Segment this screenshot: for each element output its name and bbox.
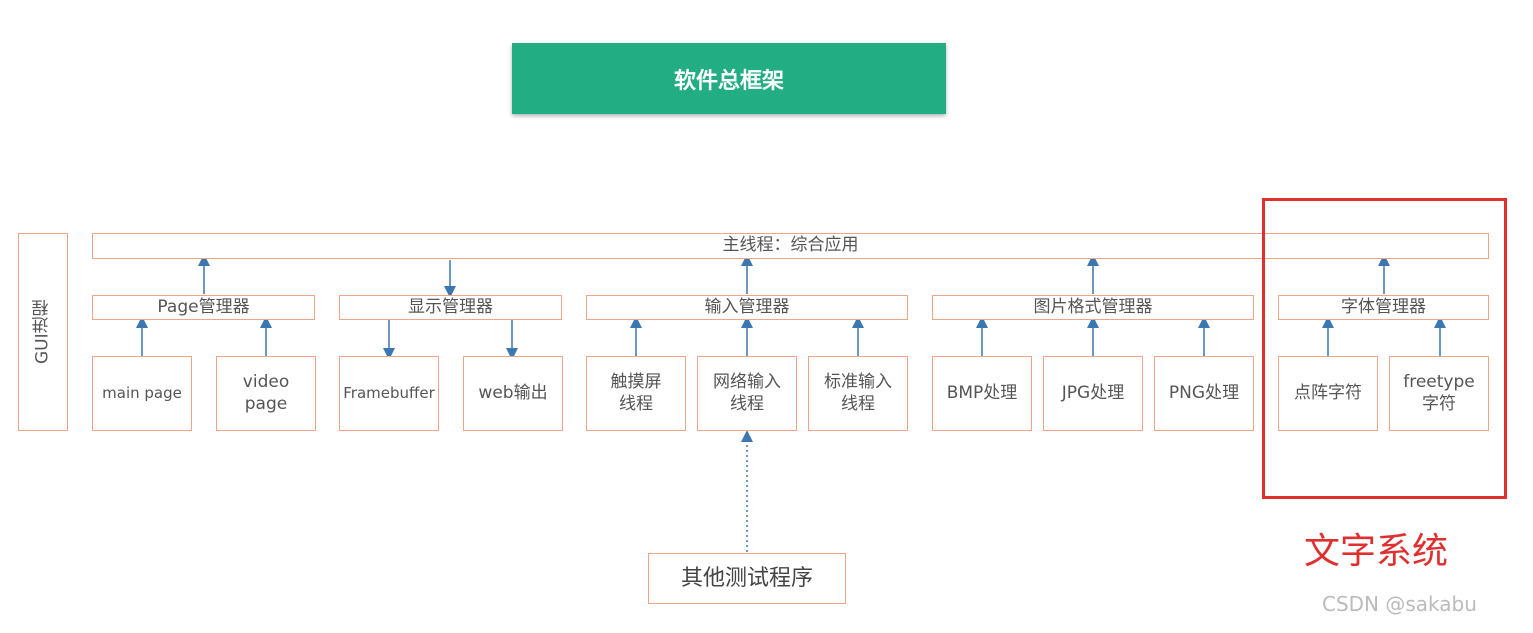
framebuffer-label: Framebuffer [343, 384, 435, 403]
font-manager: 字体管理器 [1278, 295, 1489, 320]
freetype-font-box: freetype 字符 [1389, 356, 1489, 431]
watermark: CSDN @sakabu [1322, 592, 1477, 616]
font-manager-label: 字体管理器 [1341, 296, 1426, 317]
display-manager: 显示管理器 [339, 295, 562, 320]
web-output-box: web输出 [463, 356, 563, 431]
png-label: PNG处理 [1168, 382, 1240, 403]
video-page-box: video page [216, 356, 316, 431]
image-format-manager: 图片格式管理器 [932, 295, 1254, 320]
network-input-thread-label: 网络输入 线程 [713, 372, 781, 414]
main-thread-label: 主线程：综合应用 [722, 235, 859, 256]
main-thread-box: 主线程：综合应用 [92, 233, 1489, 259]
other-tests-box: 其他测试程序 [648, 553, 846, 604]
stdin-thread-label: 标准输入 线程 [824, 372, 892, 414]
input-manager-label: 输入管理器 [704, 296, 790, 317]
gui-process-label: GUI进程 [32, 299, 53, 365]
display-manager-label: 显示管理器 [408, 296, 493, 317]
video-page-label: video page [242, 372, 290, 414]
framebuffer-box: Framebuffer [339, 356, 439, 431]
font-system-callout: 文字系统 [1304, 531, 1449, 572]
bmp-box: BMP处理 [932, 356, 1032, 431]
bitmap-font-label: 点阵字符 [1294, 382, 1362, 403]
jpg-label: JPG处理 [1061, 382, 1125, 403]
network-input-thread-box: 网络输入 线程 [697, 356, 797, 431]
png-box: PNG处理 [1154, 356, 1254, 431]
input-manager: 输入管理器 [586, 295, 908, 320]
stdin-thread-box: 标准输入 线程 [808, 356, 908, 431]
gui-process-box: GUI进程 [18, 233, 68, 431]
page-manager-label: Page管理器 [157, 296, 250, 317]
web-output-label: web输出 [478, 382, 548, 403]
main-page-box: main page [92, 356, 192, 431]
bmp-label: BMP处理 [946, 382, 1018, 403]
bitmap-font-box: 点阵字符 [1278, 356, 1378, 431]
image-format-manager-label: 图片格式管理器 [1033, 296, 1153, 317]
font-system-highlight [1262, 198, 1507, 499]
touchscreen-thread-box: 触摸屏 线程 [586, 356, 686, 431]
other-tests-label: 其他测试程序 [680, 565, 813, 591]
main-page-label: main page [102, 384, 182, 403]
freetype-font-label: freetype 字符 [1403, 372, 1475, 414]
page-manager: Page管理器 [92, 295, 315, 320]
jpg-box: JPG处理 [1043, 356, 1143, 431]
touchscreen-thread-label: 触摸屏 线程 [610, 372, 662, 414]
title-banner: 软件总框架 [512, 43, 946, 114]
